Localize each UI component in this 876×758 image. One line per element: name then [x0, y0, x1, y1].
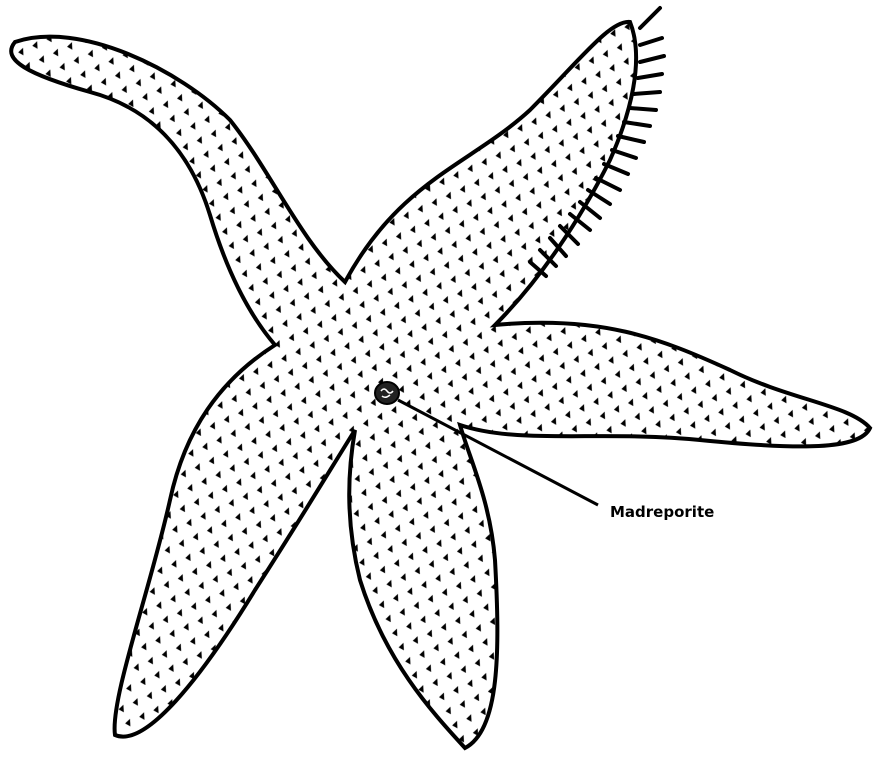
madreporite-marker [375, 382, 399, 404]
madreporite-label: Madreporite [610, 503, 714, 521]
starfish-body [11, 22, 870, 748]
